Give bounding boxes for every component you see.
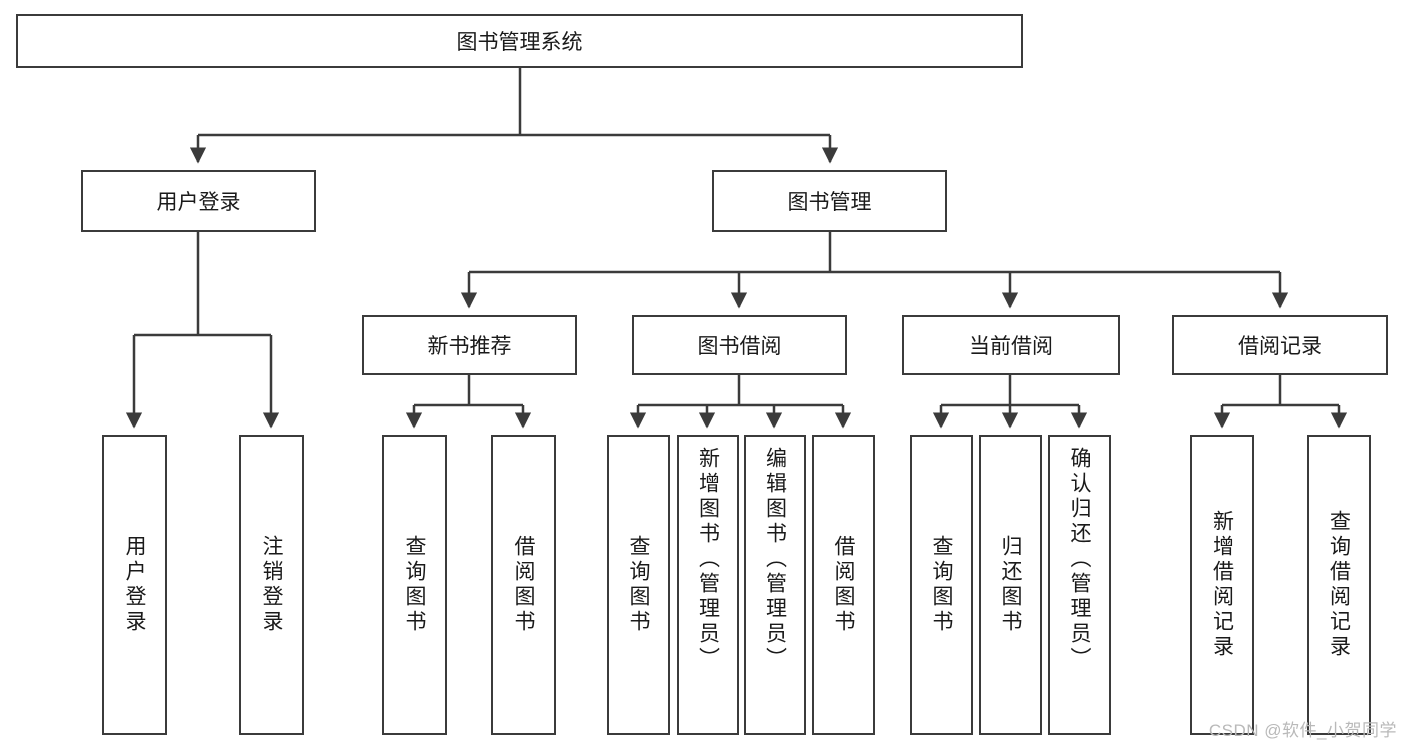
node-query-book-1[interactable]: 查询图书: [382, 435, 447, 735]
node-current-borrow[interactable]: 当前借阅: [902, 315, 1120, 375]
node-logout-leaf[interactable]: 注销登录: [239, 435, 304, 735]
node-new-book-recommend[interactable]: 新书推荐: [362, 315, 577, 375]
node-borrow-book-2[interactable]: 借阅图书: [812, 435, 875, 735]
node-label: 查询借阅记录: [1327, 510, 1351, 660]
node-query-book-3[interactable]: 查询图书: [910, 435, 973, 735]
node-label: 编辑图书（管理员）: [763, 447, 787, 672]
node-label: 图书管理系统: [456, 31, 583, 54]
node-book-management-system[interactable]: 图书管理系统: [16, 14, 1023, 68]
node-label: 查询图书: [930, 535, 953, 635]
node-label: 确认归还（管理员）: [1068, 447, 1091, 672]
node-label: 新增借阅记录: [1210, 510, 1234, 660]
node-edit-book[interactable]: 编辑图书（管理员）: [744, 435, 806, 735]
node-label: 新书推荐: [427, 335, 512, 358]
node-borrow-book-1[interactable]: 借阅图书: [491, 435, 556, 735]
node-user-login-leaf[interactable]: 用户登录: [102, 435, 167, 735]
node-book-manage[interactable]: 图书管理: [712, 170, 947, 232]
node-query-borrow-record[interactable]: 查询借阅记录: [1307, 435, 1371, 735]
node-user-login[interactable]: 用户登录: [81, 170, 316, 232]
node-confirm-return[interactable]: 确认归还（管理员）: [1048, 435, 1111, 735]
node-add-borrow-record[interactable]: 新增借阅记录: [1190, 435, 1254, 735]
node-borrow-record[interactable]: 借阅记录: [1172, 315, 1388, 375]
node-book-borrow[interactable]: 图书借阅: [632, 315, 847, 375]
node-label: 图书借阅: [697, 335, 782, 358]
node-return-book[interactable]: 归还图书: [979, 435, 1042, 735]
node-label: 借阅记录: [1238, 335, 1322, 358]
node-label: 借阅图书: [832, 535, 855, 635]
node-label: 图书管理: [787, 191, 872, 214]
node-label: 查询图书: [627, 535, 650, 635]
node-label: 用户登录: [156, 191, 241, 214]
node-label: 借阅图书: [512, 535, 535, 635]
node-label: 当前借阅: [969, 335, 1053, 358]
node-query-book-2[interactable]: 查询图书: [607, 435, 670, 735]
node-label: 新增图书（管理员）: [696, 447, 720, 672]
node-label: 用户登录: [123, 535, 146, 635]
node-add-book[interactable]: 新增图书（管理员）: [677, 435, 739, 735]
node-label: 归还图书: [999, 535, 1022, 635]
node-label: 查询图书: [403, 535, 426, 635]
node-label: 注销登录: [260, 535, 283, 635]
